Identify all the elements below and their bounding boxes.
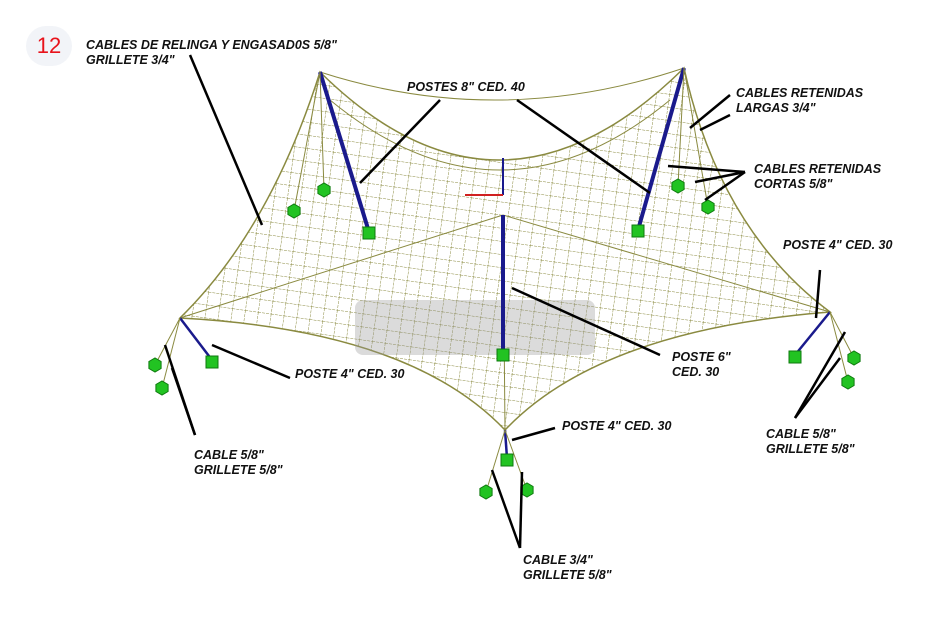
- label-poste4-bottom: POSTE 4" CED. 30: [562, 419, 671, 434]
- anchor-block: [155, 380, 169, 396]
- anchor-block: [287, 203, 301, 219]
- anchor-block: [205, 355, 219, 369]
- anchor-block: [148, 357, 162, 373]
- anchor-block: [701, 199, 715, 215]
- label-line: GRILLETE 3/4": [86, 53, 175, 67]
- label-line: CORTAS 5/8": [754, 177, 833, 191]
- label-line: GRILLETE 5/8": [523, 568, 612, 582]
- anchors: [148, 178, 861, 500]
- anchor-block: [500, 453, 514, 467]
- label-retenidas-largas: CABLES RETENIDAS LARGAS 3/4": [736, 86, 863, 116]
- label-line: POSTE 4" CED. 30: [562, 419, 672, 433]
- label-line: CABLE 5/8": [766, 427, 836, 441]
- label-line: CED. 30: [672, 365, 720, 379]
- label-line: POSTE 6": [672, 350, 731, 364]
- label-cable-right: CABLE 5/8" GRILLETE 5/8": [766, 427, 855, 457]
- label-line: CABLES DE RELINGA Y ENGASAD0S 5/8": [86, 38, 337, 52]
- label-line: CABLES RETENIDAS: [754, 162, 882, 176]
- label-cable-bottom: CABLE 3/4" GRILLETE 5/8": [523, 553, 612, 583]
- anchor-block: [479, 484, 493, 500]
- anchor-block: [496, 348, 510, 362]
- label-line: CABLE 3/4": [523, 553, 593, 567]
- axis-triad: [465, 158, 504, 196]
- anchor-block: [671, 178, 685, 194]
- label-poste6: POSTE 6" CED. 30: [672, 350, 731, 380]
- anchor-block: [317, 182, 331, 198]
- anchor-block: [847, 350, 861, 366]
- watermark: [355, 300, 595, 355]
- label-poste4-left: POSTE 4" CED. 30: [295, 367, 404, 382]
- masts: [179, 67, 831, 459]
- label-relinga: CABLES DE RELINGA Y ENGASAD0S 5/8" GRILL…: [86, 38, 337, 68]
- label-line: LARGAS 3/4": [736, 101, 816, 115]
- label-line: GRILLETE 5/8": [766, 442, 855, 456]
- label-line: GRILLETE 5/8": [194, 463, 283, 477]
- anchor-block: [841, 374, 855, 390]
- membrane: [178, 66, 833, 432]
- figure-number-badge: 12: [26, 26, 72, 66]
- label-poste4-right: POSTE 4" CED. 30: [783, 238, 892, 253]
- label-cable-left: CABLE 5/8" GRILLETE 5/8": [194, 448, 283, 478]
- anchor-block: [788, 350, 802, 364]
- label-line: POSTES 8" CED. 40: [407, 80, 525, 94]
- label-line: POSTE 4" CED. 30: [783, 238, 893, 252]
- label-line: CABLES RETENIDAS: [736, 86, 864, 100]
- label-postes8: POSTES 8" CED. 40: [407, 80, 525, 95]
- label-line: CABLE 5/8": [194, 448, 264, 462]
- leader-lines: [163, 54, 847, 549]
- anchor-block: [362, 226, 376, 240]
- label-line: POSTE 4" CED. 30: [295, 367, 405, 381]
- anchor-block: [631, 224, 645, 238]
- label-retenidas-cortas: CABLES RETENIDAS CORTAS 5/8": [754, 162, 881, 192]
